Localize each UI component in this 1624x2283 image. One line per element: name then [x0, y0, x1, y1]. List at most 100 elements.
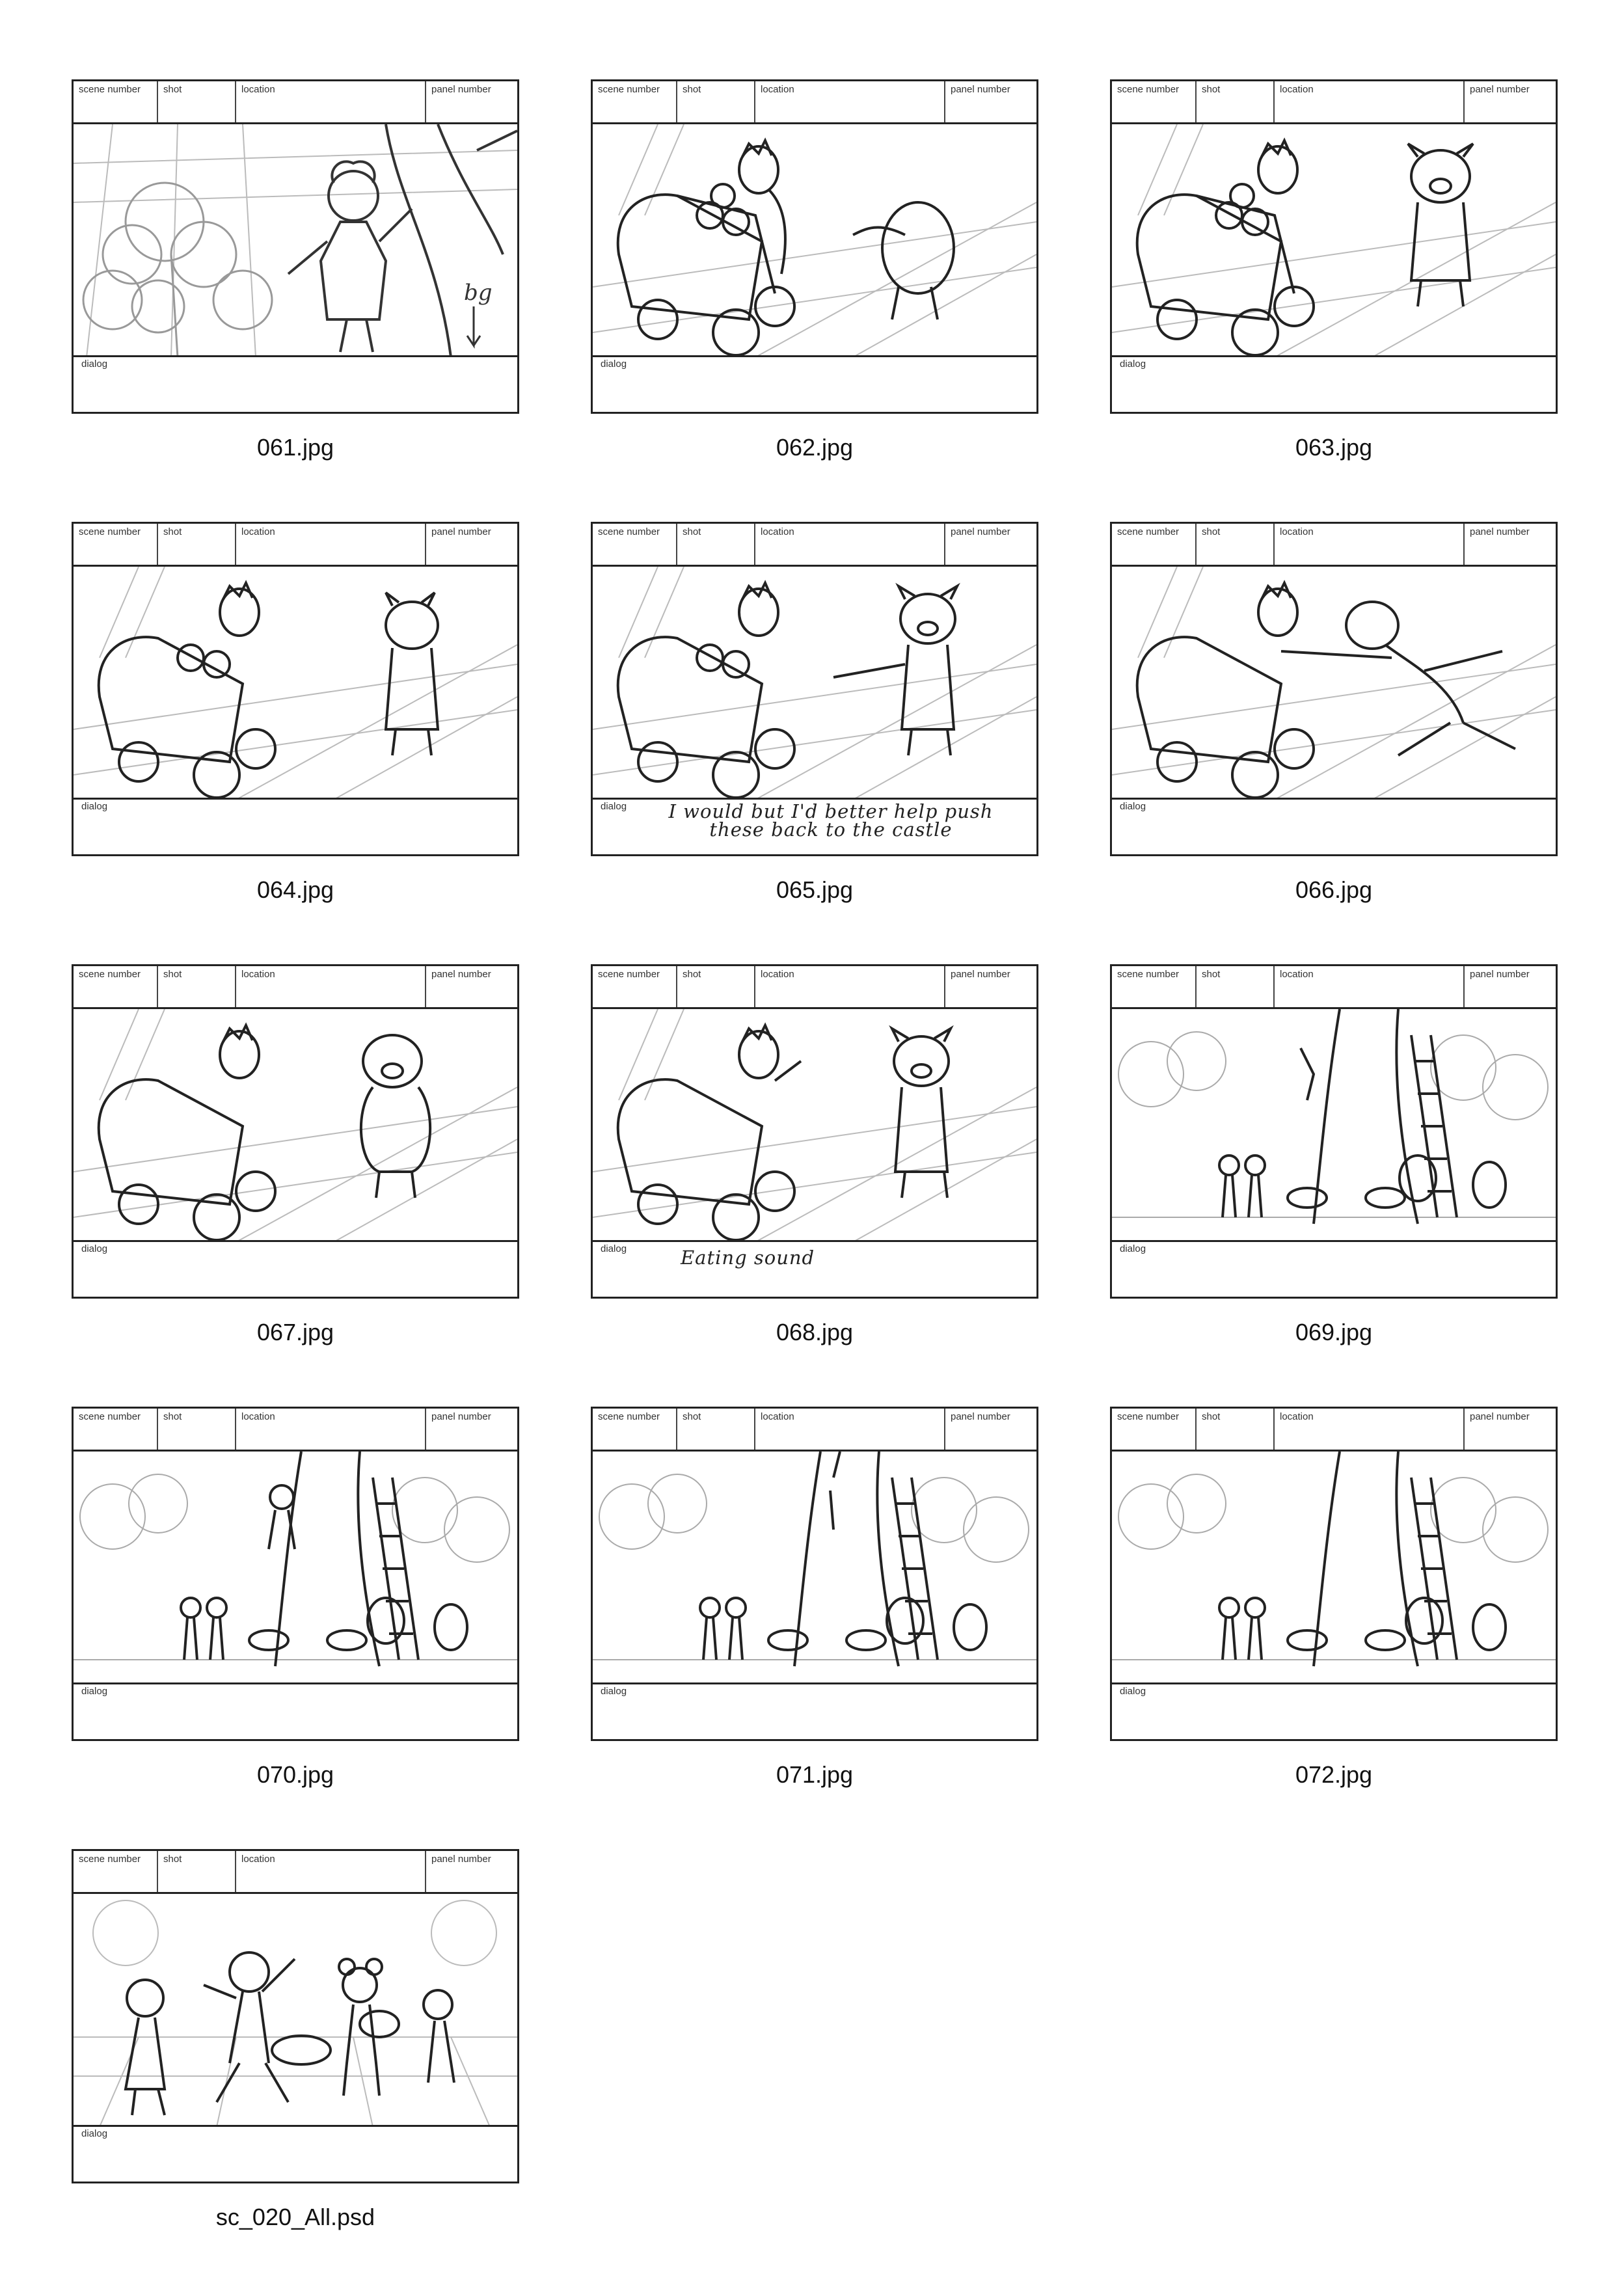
scene-number-label: scene number	[79, 1854, 141, 1865]
storyboard-panel: scene number shot location panel number	[1110, 522, 1558, 856]
shot-label: shot	[1202, 969, 1221, 980]
panel-filename: 072.jpg	[1295, 1761, 1373, 1788]
panel-number-label: panel number	[431, 1411, 491, 1422]
panel-filename: 066.jpg	[1295, 876, 1373, 903]
dialog-box: dialog	[593, 1682, 1036, 1739]
shot-label: shot	[1202, 84, 1221, 95]
panel-number-label: panel number	[951, 526, 1010, 537]
panel-sketch-pig-pointing	[593, 567, 1036, 800]
panel-filename: 071.jpg	[776, 1761, 854, 1788]
panel-number-label: panel number	[431, 969, 491, 980]
panel-filename: sc_020_All.psd	[215, 2204, 375, 2230]
location-label: location	[761, 969, 794, 980]
storyboard-panel: scene number shot location panel number	[72, 79, 519, 414]
scene-number-label: scene number	[79, 1411, 141, 1422]
shot-label: shot	[683, 526, 701, 537]
scene-number-label: scene number	[598, 526, 660, 537]
panel-sketch-girl-by-tree: bg	[74, 124, 517, 357]
dialog-box: dialog	[74, 2125, 517, 2182]
scene-number-label: scene number	[79, 84, 141, 95]
panel-number-label: panel number	[431, 1854, 491, 1865]
location-label: location	[241, 526, 275, 537]
storyboard-cell: scene number shot location panel number	[591, 1407, 1038, 1788]
panel-header: scene number shot location panel number	[74, 81, 517, 124]
storyboard-panel: scene number shot location panel number	[591, 964, 1038, 1299]
panel-number-label: panel number	[1470, 526, 1530, 537]
panel-sketch-pig-eating	[74, 1009, 517, 1242]
storyboard-panel: scene number shot location panel number	[1110, 964, 1558, 1299]
shot-label: shot	[163, 1854, 182, 1865]
panel-header: scene number shot location panel number	[593, 1409, 1036, 1452]
location-label: location	[1280, 84, 1314, 95]
dialog-box: dialog Eating sound	[593, 1240, 1036, 1297]
storyboard-panel: scene number shot location panel number	[72, 522, 519, 856]
dialog-label: dialog	[81, 358, 108, 370]
storyboard-cell: scene number shot location panel number	[1110, 79, 1558, 461]
panel-header: scene number shot location panel number	[1112, 966, 1556, 1009]
storyboard-panel: scene number shot location panel number	[1110, 1407, 1558, 1741]
storyboard-panel: scene number shot location panel number	[72, 1849, 519, 2183]
panel-header: scene number shot location panel number	[593, 966, 1036, 1009]
shot-label: shot	[683, 969, 701, 980]
location-label: location	[761, 1411, 794, 1422]
storyboard-cell: scene number shot location panel number	[72, 522, 519, 903]
panel-filename: 068.jpg	[776, 1319, 854, 1345]
scene-number-label: scene number	[1117, 526, 1180, 537]
panel-header: scene number shot location panel number	[1112, 524, 1556, 567]
panel-filename: 070.jpg	[256, 1761, 334, 1788]
panel-filename: 062.jpg	[776, 434, 854, 461]
location-label: location	[761, 526, 794, 537]
panel-header: scene number shot location panel number	[74, 1409, 517, 1452]
dialog-label: dialog	[81, 1686, 108, 1697]
shot-label: shot	[163, 84, 182, 95]
dialog-box: dialog	[1112, 355, 1556, 412]
storyboard-cell: scene number shot location panel number	[72, 964, 519, 1345]
dialog-box: dialog	[1112, 1240, 1556, 1297]
panel-number-label: panel number	[431, 526, 491, 537]
dialog-box: dialog	[74, 798, 517, 854]
panel-number-label: panel number	[1470, 84, 1530, 95]
dialog-box: dialog	[74, 1240, 517, 1297]
panel-number-label: panel number	[1470, 969, 1530, 980]
shot-label: shot	[683, 84, 701, 95]
dialog-label: dialog	[1120, 1243, 1146, 1254]
storyboard-cell: scene number shot location panel number	[1110, 964, 1558, 1345]
panel-sketch-orchard-group	[1112, 1452, 1556, 1684]
dialog-text: Eating sound	[681, 1247, 815, 1269]
scene-number-label: scene number	[598, 84, 660, 95]
panel-number-label: panel number	[1470, 1411, 1530, 1422]
panel-sketch-orchard-climber	[74, 1452, 517, 1684]
location-label: location	[241, 1411, 275, 1422]
panel-number-label: panel number	[951, 84, 1010, 95]
dialog-label: dialog	[1120, 801, 1146, 812]
dialog-label: dialog	[81, 1243, 108, 1254]
storyboard-cell: scene number shot location panel number	[72, 1407, 519, 1788]
panel-filename: 069.jpg	[1295, 1319, 1373, 1345]
location-label: location	[761, 84, 794, 95]
storyboard-cell: scene number shot location panel number	[1110, 1407, 1558, 1788]
scene-number-label: scene number	[79, 526, 141, 537]
panel-header: scene number shot location panel number	[74, 524, 517, 567]
dialog-label: dialog	[1120, 358, 1146, 370]
panel-sketch-celebration	[74, 1894, 517, 2127]
shot-label: shot	[683, 1411, 701, 1422]
dialog-label: dialog	[601, 358, 627, 370]
dialog-label: dialog	[601, 1243, 627, 1254]
panel-header: scene number shot location panel number	[593, 81, 1036, 124]
dialog-box: dialog I would but I'd better help push …	[593, 798, 1036, 854]
location-label: location	[1280, 969, 1314, 980]
shot-label: shot	[163, 969, 182, 980]
dialog-label: dialog	[81, 801, 108, 812]
panel-header: scene number shot location panel number	[74, 1851, 517, 1894]
panel-number-label: panel number	[951, 1411, 1010, 1422]
panel-header: scene number shot location panel number	[1112, 1409, 1556, 1452]
location-label: location	[241, 84, 275, 95]
dialog-box: dialog	[1112, 798, 1556, 854]
storyboard-panel: scene number shot location panel number	[1110, 79, 1558, 414]
shot-label: shot	[163, 526, 182, 537]
location-label: location	[241, 969, 275, 980]
storyboard-cell: scene number shot location panel number	[591, 522, 1038, 903]
shot-label: shot	[163, 1411, 182, 1422]
dialog-box: dialog	[74, 355, 517, 412]
